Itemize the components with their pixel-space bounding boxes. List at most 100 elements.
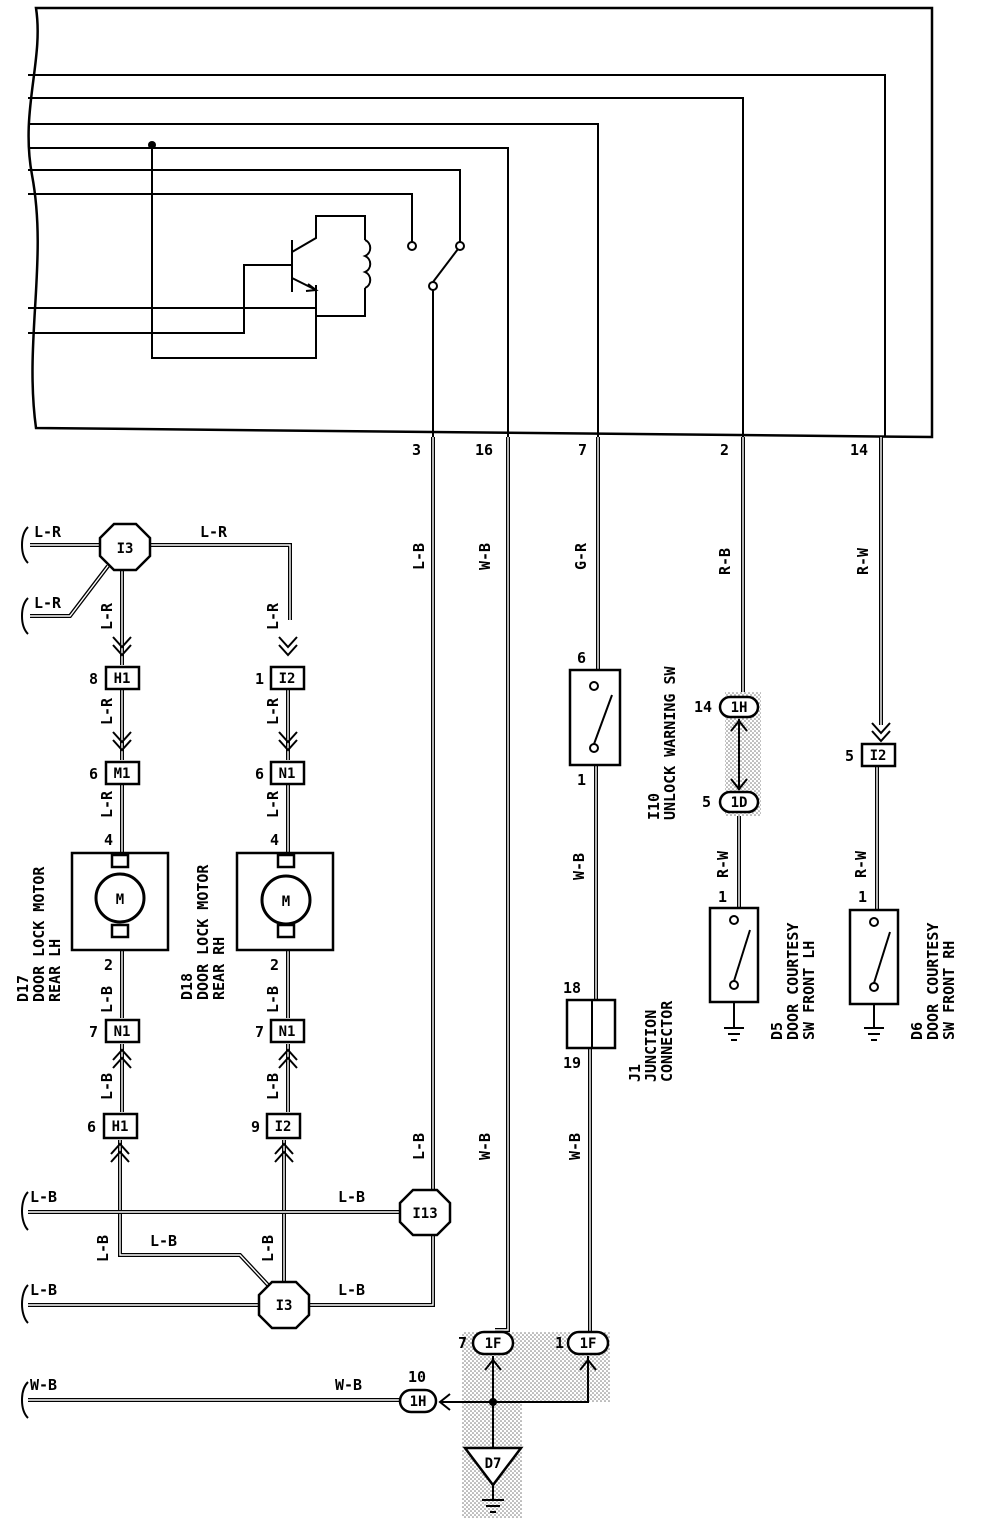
link-arrows-1h-1d	[730, 719, 748, 791]
wire-label: L-B	[259, 1235, 277, 1262]
connector-h1-b[interactable]: H1	[102, 1112, 139, 1140]
wire-label: W-B	[30, 1376, 57, 1394]
wire-label: L-B	[94, 1235, 112, 1262]
junction-connector-j1[interactable]	[565, 998, 617, 1050]
wire-labels-horizontal: L-R L-R L-R L-B L-B L-B L-B L-B W-B W-B	[30, 523, 365, 1394]
svg-text:6: 6	[89, 765, 98, 783]
wire-label: W-B	[570, 853, 588, 880]
wire-label: L-R	[98, 602, 116, 630]
wire-label: W-B	[566, 1133, 584, 1160]
connector-i2-c[interactable]: I2	[860, 742, 897, 768]
door-courtesy-switch-front-lh[interactable]	[708, 906, 760, 1041]
svg-text:4: 4	[104, 831, 113, 849]
label-i10-code: I10	[645, 793, 663, 820]
svg-text:1: 1	[858, 888, 867, 906]
ground-point-d7[interactable]: D7	[462, 1446, 524, 1488]
connector-i13[interactable]: I13	[398, 1188, 452, 1237]
wire-label: L-B	[30, 1188, 57, 1206]
label-d5-pos: SW FRONT LH	[800, 941, 818, 1040]
door-lock-motor-rear-lh[interactable]: M	[70, 851, 170, 952]
connector-i2-a[interactable]: I2	[269, 665, 306, 691]
connector-1h-b[interactable]: 1H	[398, 1388, 438, 1414]
connector-1d[interactable]: 1D	[718, 790, 760, 814]
connector-n1-b[interactable]: N1	[104, 1018, 141, 1044]
unlock-warning-switch[interactable]	[568, 668, 622, 767]
wire-label: G-R	[572, 542, 590, 570]
label-d5-name: DOOR COURTESY	[784, 923, 802, 1040]
svg-text:1H: 1H	[410, 1394, 427, 1410]
label-d6-name: DOOR COURTESY	[924, 923, 942, 1040]
label-d17-code: D17	[14, 975, 32, 1002]
wire-label: L-R	[200, 523, 228, 541]
connector-i2-b[interactable]: I2	[265, 1112, 302, 1140]
label-d6-pos: SW FRONT RH	[940, 941, 958, 1040]
label-d18-name: DOOR LOCK MOTOR	[194, 864, 212, 1000]
connector-1h-a[interactable]: 1H	[718, 695, 760, 719]
svg-text:1D: 1D	[731, 795, 748, 811]
wire-label: L-B	[410, 1133, 428, 1160]
svg-text:1F: 1F	[580, 1336, 597, 1352]
svg-text:I2: I2	[275, 1119, 292, 1135]
connector-i3-bottom[interactable]: I3	[257, 1280, 311, 1330]
svg-text:1: 1	[555, 1334, 564, 1352]
arrow-marks	[110, 636, 891, 1163]
svg-text:4: 4	[270, 831, 279, 849]
connector-1f-b[interactable]: 1F	[566, 1330, 610, 1356]
svg-text:I13: I13	[412, 1206, 437, 1222]
svg-text:2: 2	[104, 956, 113, 974]
wire-label: L-B	[410, 543, 428, 570]
ecu-pin-3: 3	[412, 441, 421, 459]
svg-text:1F: 1F	[485, 1336, 502, 1352]
connector-i3-top[interactable]: I3	[98, 522, 152, 572]
svg-text:N1: N1	[114, 1024, 131, 1040]
label-d18-code: D18	[178, 973, 196, 1000]
wires	[28, 437, 883, 1402]
label-j1-name1: JUNCTION	[642, 1010, 660, 1082]
wire-label: L-B	[264, 1073, 282, 1100]
label-d5-code: D5	[768, 1022, 786, 1040]
label-i10-name: UNLOCK WARNING SW	[661, 666, 679, 820]
svg-text:7: 7	[458, 1334, 467, 1352]
svg-text:I2: I2	[870, 748, 887, 764]
ecu-pin-7: 7	[578, 441, 587, 459]
ecu-pin-16: 16	[475, 441, 493, 459]
motor-symbol: M	[282, 894, 290, 910]
wire-label: L-B	[150, 1232, 177, 1250]
svg-text:7: 7	[255, 1023, 264, 1041]
svg-text:8: 8	[89, 670, 98, 688]
wire-label: L-B	[264, 986, 282, 1013]
wire-label: W-B	[335, 1376, 362, 1394]
wire-continuation-marks	[21, 526, 29, 1419]
wire-label: L-B	[98, 986, 116, 1013]
ground-network	[438, 1356, 597, 1513]
wire-label: W-B	[476, 1133, 494, 1160]
wire-label: R-W	[852, 850, 870, 878]
label-d6-code: D6	[908, 1022, 926, 1040]
wire-label: W-B	[476, 543, 494, 570]
label-j1-code: J1	[626, 1064, 644, 1082]
svg-text:18: 18	[563, 979, 581, 997]
door-courtesy-switch-front-rh[interactable]	[848, 908, 900, 1041]
door-lock-motor-rear-rh[interactable]: M	[235, 851, 335, 952]
wire-label: R-B	[716, 548, 734, 575]
svg-text:1: 1	[255, 670, 264, 688]
ecu-pin-2: 2	[720, 441, 729, 459]
wire-label: L-R	[98, 790, 116, 818]
label-j1-name2: CONNECTOR	[658, 1000, 676, 1082]
wire-label: L-B	[98, 1073, 116, 1100]
svg-text:M1: M1	[114, 766, 131, 782]
wire-label: L-R	[264, 697, 282, 725]
svg-text:10: 10	[408, 1368, 426, 1386]
connector-n1-c[interactable]: N1	[269, 1018, 306, 1044]
connector-1f-a[interactable]: 1F	[471, 1330, 515, 1356]
wire-label: L-B	[338, 1281, 365, 1299]
wire-label: L-B	[338, 1188, 365, 1206]
connector-m1[interactable]: M1	[104, 760, 141, 786]
connector-h1-a[interactable]: H1	[104, 665, 141, 691]
svg-text:H1: H1	[114, 671, 131, 687]
svg-text:7: 7	[89, 1023, 98, 1041]
svg-text:N1: N1	[279, 1024, 296, 1040]
motor-symbol: M	[116, 892, 124, 908]
connector-n1-a[interactable]: N1	[269, 760, 306, 786]
